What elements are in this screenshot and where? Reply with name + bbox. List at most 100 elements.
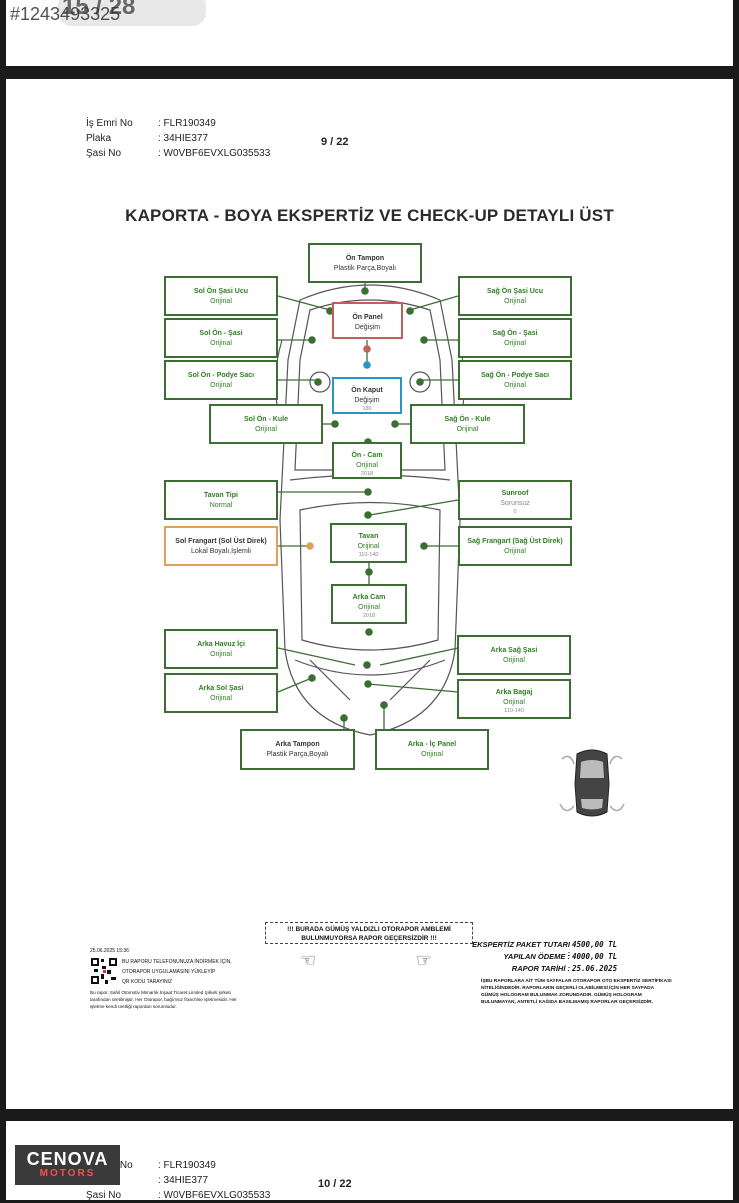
part-measure: 180	[362, 406, 372, 412]
part-name: Ön Kaput	[351, 387, 383, 394]
part-status: Değişim	[354, 324, 381, 331]
part-name: Tavan Tipi	[204, 492, 238, 499]
disclaimer-line: işletme kendi ürettiği rapordan sorumlud…	[90, 1004, 177, 1009]
part-name: Arka - İç Panel	[407, 741, 457, 748]
disclaimer-line: tarafından üretilmiştir. Her Otorapor, b…	[90, 997, 237, 1002]
part-status: Orijinal	[358, 604, 380, 611]
part-status: Plastik Parça,Boyalı	[333, 265, 397, 272]
car-top-view-icon	[559, 749, 625, 817]
cert-line: İŞBU RAPORLARA AİT TÜM SAYFALAR OTORAPOR…	[481, 979, 672, 984]
part-status: Orijinal	[504, 298, 526, 305]
part-name: Arka Tampon	[275, 741, 320, 748]
part-name: Tavan	[358, 533, 379, 540]
part-name: Sağ Ön - Podye Sacı	[480, 372, 550, 379]
qr-line: BU RAPORU TELEFONUNUZA İNDİRMEK İÇİN,	[122, 959, 232, 965]
work-order-value: : FLR190349	[158, 118, 216, 129]
hologram-line: !!! BURADA GÜMÜŞ YALDIZLI OTORAPOR AMBLE…	[287, 926, 451, 933]
part-status: Normal	[209, 502, 233, 509]
part-right-a-pillar: Sağ Frangart (Sağ Üst Direk)Orijinal	[458, 526, 572, 566]
cert-line: BULUNMAYAN, ANTETLİ KAĞIDA BASILMAMIŞ RA…	[481, 1000, 653, 1005]
hologram-line: BULUNMUYORSA RAPOR GEÇERSİZDİR !!!	[301, 935, 437, 942]
part-name: Arka Sağ Şasi	[490, 647, 538, 654]
part-status: Değişim	[354, 397, 380, 404]
pointing-hand-left-icon: ☜	[300, 950, 317, 970]
report-timestamp: 25.06.2025 15:36	[90, 948, 129, 954]
chassis-label: Şasi No	[86, 148, 122, 159]
page-number: 9 / 22	[321, 136, 349, 148]
part-left-a-pillar: Sol Frangart (Sol Üst Direk)Lokal Boyalı…	[164, 526, 278, 566]
page-counter-pill: 15 / 28	[58, 0, 206, 26]
package-price-value: 4500,00 TL	[572, 940, 618, 949]
part-name: Sağ Ön - Şasi	[492, 330, 538, 337]
part-name: Ön - Cam	[351, 452, 383, 459]
dealer-logo: CENOVA MOTORS	[15, 1145, 120, 1185]
part-name: Arka Cam	[352, 594, 386, 601]
qr-code-icon[interactable]	[90, 957, 118, 985]
part-measure: 110-140	[504, 708, 524, 714]
next-page-number: 10 / 22	[318, 1178, 352, 1190]
watermark-id: #1243493325	[10, 4, 121, 24]
part-measure: 0	[513, 509, 517, 515]
chassis-value: : W0VBF6EVXLG035533	[158, 148, 271, 159]
part-status: Orijinal	[210, 340, 232, 347]
part-measure: 2018	[360, 471, 374, 477]
part-name: Sağ Frangart (Sağ Üst Direk)	[467, 538, 563, 545]
next-page	[6, 1121, 733, 1200]
part-name: Sol Ön - Kule	[244, 416, 288, 423]
part-status: Plastik Parça,Boyalı	[266, 751, 329, 758]
part-status: Orijinal	[356, 462, 378, 469]
certificate-notice: İŞBU RAPORLARA AİT TÜM SAYFALAR OTORAPOR…	[481, 978, 672, 1006]
part-status: Orijinal	[503, 657, 525, 664]
part-status: Orijinal	[421, 751, 443, 758]
part-status: Orijinal	[503, 699, 525, 706]
pointing-hand-right-icon: ☞	[416, 950, 433, 970]
work-order-value: : FLR190349	[158, 1160, 216, 1171]
part-status: Orijinal	[504, 382, 526, 389]
plate-value: : 34HIE377	[158, 1175, 209, 1186]
hologram-notice: !!! BURADA GÜMÜŞ YALDIZLI OTORAPOR AMBLE…	[265, 922, 473, 944]
part-name: Sol Ön - Podye Sacı	[187, 372, 255, 379]
part-name: Arka Sol Şasi	[198, 685, 244, 692]
report-title: KAPORTA - BOYA EKSPERTİZ VE CHECK-UP DET…	[125, 206, 614, 225]
part-name: Ön Tampon	[345, 255, 385, 262]
part-status: Orijinal	[456, 426, 479, 433]
part-status: Orijinal	[357, 543, 380, 550]
plate-value: : 34HIE377	[158, 133, 209, 144]
disclaimer: Bu rapor, Sahil Otomotiv Mimarlık İnşaat…	[90, 989, 237, 1010]
cert-line: NİTELİĞİNDEDİR. RAPORLARIN GEÇERLİ OLABİ…	[481, 986, 655, 991]
part-name: Sağ Ön Şasi Ucu	[486, 288, 544, 295]
logo-bottom: MOTORS	[39, 1168, 96, 1179]
part-status: Lokal Boyalı,İşlemli	[191, 548, 251, 555]
cert-line: GÜMÜŞ HOLOGRAM BULUNMAK ZORUNDADIR. GÜMÜ…	[481, 993, 642, 998]
chassis-value: : W0VBF6EVXLG035533	[158, 1190, 271, 1201]
package-price-label: EKSPERTİZ PAKET TUTARI :	[472, 940, 570, 958]
car-outline	[274, 284, 466, 736]
qr-line: QR KODU TARAYINIZ	[122, 979, 173, 985]
part-name: Ön Panel	[352, 314, 383, 321]
report-date-value: 25.06.2025	[572, 964, 618, 973]
part-status: Orijinal	[210, 298, 232, 305]
part-status: Sorunsuz	[500, 500, 530, 507]
part-name: Sunroof	[501, 490, 529, 497]
payment-value: 4000,00 TL	[572, 952, 618, 961]
part-status: Orijinal	[504, 340, 526, 347]
part-status: Orijinal	[210, 382, 232, 389]
